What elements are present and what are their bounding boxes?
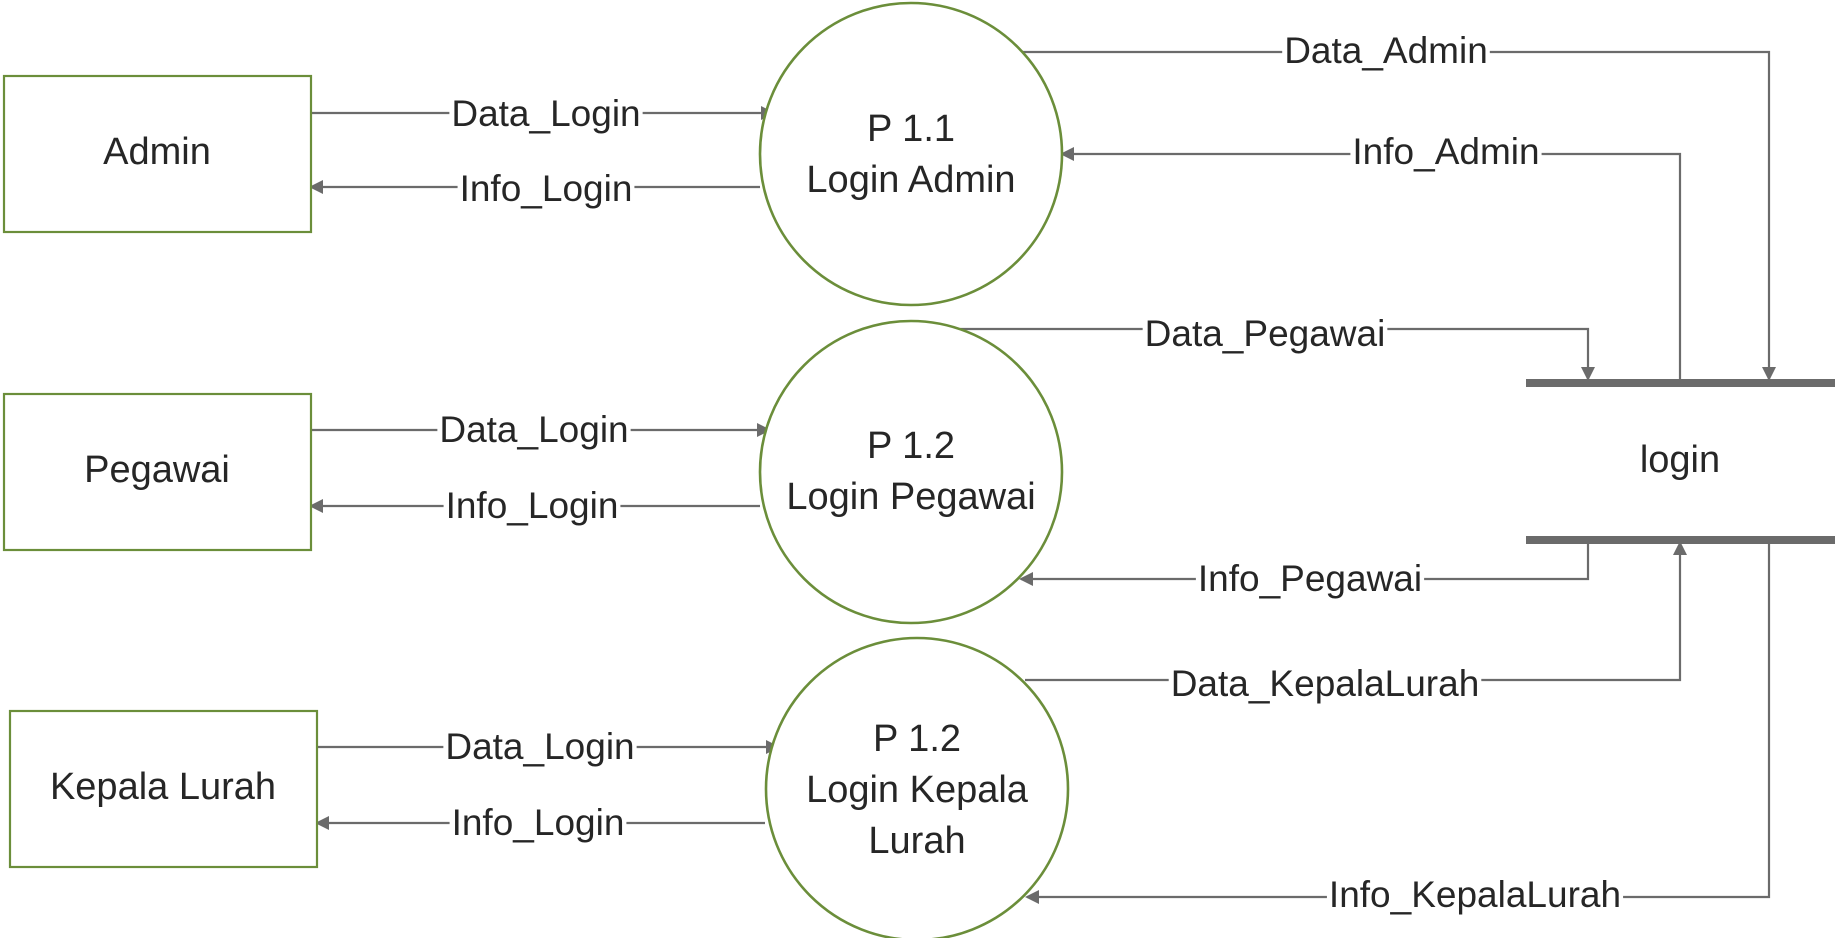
flow-label-bg <box>449 803 627 841</box>
flow-label-bg <box>1142 314 1388 352</box>
flow-label-info-kepala-lurah: Info_KepalaLurah <box>1326 874 1624 915</box>
entity-admin-label: Admin <box>103 131 211 173</box>
process-p13-name-line2: Lurah <box>868 820 965 862</box>
flow-label-info-pegawai: Info_Pegawai <box>1195 558 1425 599</box>
process-p12: P 1.2 Login Pegawai <box>758 319 1064 625</box>
flow-label-bg <box>443 486 621 524</box>
flow-label-bg <box>457 169 635 207</box>
entity-kepala-lurah-label: Kepala Lurah <box>50 766 276 808</box>
flow-label-data-admin: Data_Admin <box>1282 30 1490 71</box>
process-p11: P 1.1 Login Admin <box>758 1 1064 307</box>
flow-label-bg <box>1282 31 1490 69</box>
flow-label-bg <box>449 94 643 132</box>
flow-line-info-kepala-lurah <box>1025 544 1771 904</box>
flow-line-info-admin <box>1060 147 1682 379</box>
process-p13-circle <box>764 636 1070 938</box>
entity-kepala-lurah-box <box>8 709 319 869</box>
flow-label-text: Data_Login <box>451 93 640 134</box>
process-p13-name-line1: Login Kepala <box>806 769 1029 811</box>
flow-line-data-admin <box>1018 50 1776 381</box>
flow-label-text: Info_Login <box>460 168 633 209</box>
flow-label-kepala-info-login: Info_Login <box>449 802 627 843</box>
process-p11-id: P 1.1 <box>867 108 955 150</box>
flow-label-admin-data-login: Data_Login <box>449 93 643 134</box>
flow-label-text: Info_Login <box>452 802 625 843</box>
flow-label-text: Data_KepalaLurah <box>1171 663 1480 704</box>
flow-label-bg <box>1350 132 1542 170</box>
process-p12-id: P 1.2 <box>867 425 955 467</box>
entity-pegawai-label: Pegawai <box>84 449 230 491</box>
entity-pegawai-box <box>2 392 313 552</box>
flow-label-bg <box>443 727 637 765</box>
flow-label-text: Data_Pegawai <box>1145 313 1386 354</box>
flow-label-data-pegawai: Data_Pegawai <box>1142 313 1388 354</box>
process-p13-id: P 1.2 <box>873 718 961 760</box>
flow-label-bg <box>1326 875 1624 913</box>
flow-label-text: Info_KepalaLurah <box>1329 874 1621 915</box>
process-p11-circle <box>758 1 1064 307</box>
flow-labels: Data_Login Info_Login Data_Login Info_Lo… <box>437 30 1624 915</box>
process-p12-circle <box>758 319 1064 625</box>
entity-admin-box <box>2 74 313 234</box>
flow-label-text: Data_Login <box>439 409 628 450</box>
entity-pegawai: Pegawai <box>2 392 313 552</box>
process-p11-name: Login Admin <box>806 159 1015 201</box>
entity-admin: Admin <box>2 74 313 234</box>
data-store-login: login <box>1526 379 1835 544</box>
flow-label-admin-info-login: Info_Login <box>457 168 635 209</box>
flow-label-bg <box>1195 559 1425 597</box>
flow-label-data-kepala-lurah: Data_KepalaLurah <box>1168 663 1482 704</box>
process-p13: P 1.2 Login Kepala Lurah <box>764 636 1070 938</box>
flow-label-pegawai-info-login: Info_Login <box>443 485 621 526</box>
flow-label-text: Info_Pegawai <box>1198 558 1422 599</box>
flow-label-text: Data_Admin <box>1284 30 1488 71</box>
data-store-label: login <box>1640 439 1720 481</box>
flow-label-text: Data_Login <box>445 726 634 767</box>
flow-label-text: Info_Admin <box>1352 131 1539 172</box>
flow-label-pegawai-data-login: Data_Login <box>437 409 631 450</box>
entity-kepala-lurah: Kepala Lurah <box>8 709 319 869</box>
flow-label-text: Info_Login <box>446 485 619 526</box>
process-p12-name: Login Pegawai <box>786 476 1035 518</box>
flow-label-bg <box>437 410 631 448</box>
flow-label-bg <box>1168 664 1482 702</box>
flow-label-info-admin: Info_Admin <box>1350 131 1542 172</box>
flow-label-kepala-data-login: Data_Login <box>443 726 637 767</box>
